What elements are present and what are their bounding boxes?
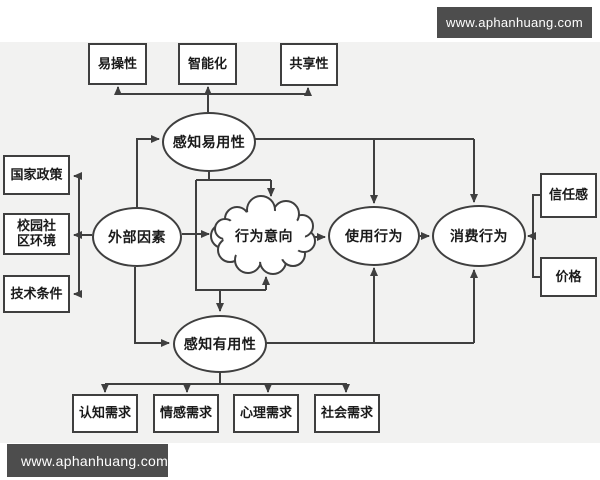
node-qingganxuqiu: 情感需求 bbox=[153, 394, 219, 433]
watermark-bottom-left: www.aphanhuang.com bbox=[7, 444, 168, 477]
node-label: 校园社区环境 bbox=[16, 218, 56, 248]
node-shiyongxingwei: 使用行为 bbox=[328, 206, 420, 266]
node-label: 感知易用性 bbox=[172, 133, 246, 150]
node-label: 易操性 bbox=[97, 55, 137, 71]
node-label: 使用行为 bbox=[345, 227, 403, 244]
node-xinlixuqiu: 心理需求 bbox=[233, 394, 299, 433]
node-label: 信任感 bbox=[548, 187, 588, 203]
node-label: 行为意向 bbox=[235, 228, 293, 244]
node-label: 技术条件 bbox=[10, 285, 63, 301]
node-label: 共享性 bbox=[289, 56, 329, 72]
node-zhinenghua: 智能化 bbox=[178, 43, 237, 85]
node-shehuixuqiu: 社会需求 bbox=[314, 394, 380, 433]
node-xiaofeixingwei: 消费行为 bbox=[432, 205, 526, 267]
node-label: 智能化 bbox=[187, 55, 227, 71]
node-ganzhiyouyongxing: 感知有用性 bbox=[173, 315, 267, 373]
node-ganzhiyiyongxing: 感知易用性 bbox=[162, 112, 256, 172]
node-label: 外部因素 bbox=[108, 228, 166, 245]
node-label: 心理需求 bbox=[239, 405, 292, 421]
node-yicaoxing: 易操性 bbox=[88, 43, 147, 85]
watermark-text: www.aphanhuang.com bbox=[21, 452, 169, 469]
node-label: 社会需求 bbox=[320, 405, 373, 421]
node-gongxiangxing: 共享性 bbox=[280, 43, 338, 86]
node-waibuyinsu: 外部因素 bbox=[92, 207, 182, 267]
node-guojiazhengce: 国家政策 bbox=[3, 155, 70, 195]
node-label: 认知需求 bbox=[78, 405, 131, 421]
node-label: 消费行为 bbox=[450, 227, 508, 244]
node-renzhixuqiu: 认知需求 bbox=[72, 394, 138, 433]
node-xiaoyuanshequ: 校园社区环境 bbox=[3, 213, 70, 255]
node-label: 感知有用性 bbox=[183, 335, 257, 352]
watermark-top-right: www.aphanhuang.com bbox=[437, 7, 592, 38]
watermark-text: www.aphanhuang.com bbox=[446, 15, 583, 30]
node-xinrengan: 信任感 bbox=[540, 173, 597, 218]
node-label: 国家政策 bbox=[10, 166, 63, 182]
node-label: 情感需求 bbox=[159, 405, 212, 421]
node-label: 价格 bbox=[555, 268, 582, 284]
node-jiage: 价格 bbox=[540, 257, 597, 297]
node-jishutiaojian: 技术条件 bbox=[3, 275, 70, 313]
node-xingweiyixiang: 行为意向 bbox=[219, 222, 309, 250]
